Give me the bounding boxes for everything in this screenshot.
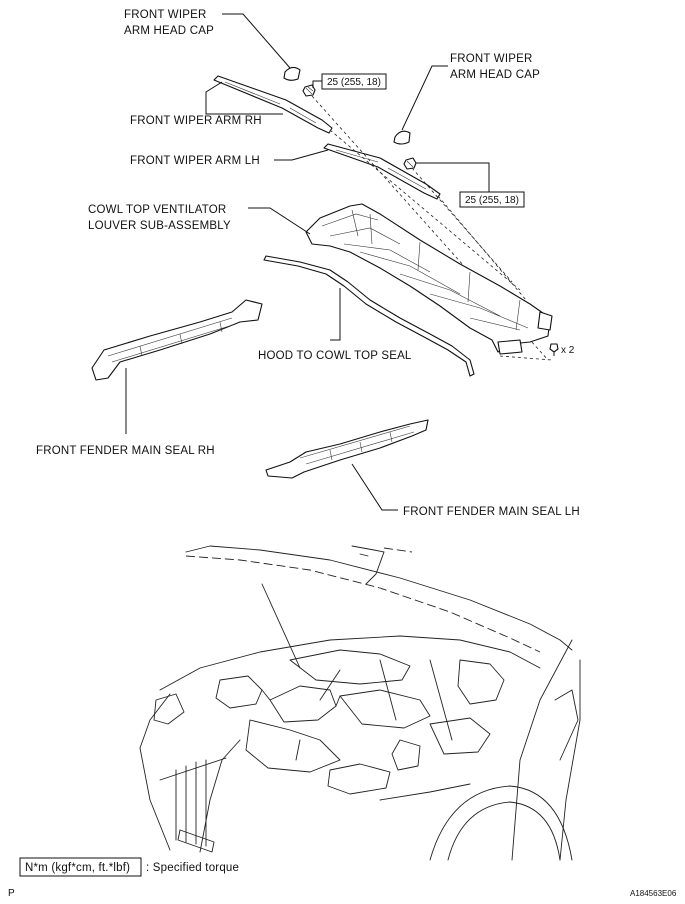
wiper-arm-rh xyxy=(213,75,333,134)
illustration-id: A184563E06 xyxy=(630,889,677,898)
assembly-line-lh-nut xyxy=(411,167,513,283)
legend-unit-box xyxy=(19,857,142,877)
vehicle-front-illustration xyxy=(139,545,581,861)
label-fender-seal-rh: FRONT FENDER MAIN SEAL RH xyxy=(36,445,215,457)
label-wiper-cap-rh-line1: FRONT WIPER xyxy=(124,9,207,21)
legend-description: : Specified torque xyxy=(146,862,239,874)
leader-fender-seal-lh xyxy=(351,463,398,511)
label-hood-seal: HOOD TO COWL TOP SEAL xyxy=(258,350,412,362)
wiper-arm-head-cap-rh xyxy=(283,66,301,81)
page-mark: P xyxy=(8,888,15,899)
leader-hood-seal xyxy=(330,288,341,341)
label-wiper-cap-rh-line2: ARM HEAD CAP xyxy=(124,25,214,37)
nut-rh xyxy=(302,84,316,97)
wiper-arm-head-cap-lh xyxy=(393,130,411,145)
torque-box-rh xyxy=(321,73,387,90)
torque-value-rh: 25 (255, 18) xyxy=(327,77,381,88)
assembly-line-rh xyxy=(329,129,521,291)
assembly-line-clip xyxy=(499,355,553,361)
leader-wiper-cap-rh xyxy=(222,13,291,69)
hood-to-cowl-top-seal xyxy=(263,255,475,377)
torque-box-lh xyxy=(459,191,525,208)
legend-unit: N*m (kgf*cm, ft.*lbf) xyxy=(25,862,130,874)
wiper-arm-lh xyxy=(323,143,441,200)
clip-quantity: x 2 xyxy=(561,345,575,356)
label-wiper-arm-lh: FRONT WIPER ARM LH xyxy=(130,155,260,167)
label-cowl-louver-line2: LOUVER SUB-ASSEMBLY xyxy=(88,220,231,232)
leader-torque-lh xyxy=(416,162,490,192)
nut-lh xyxy=(403,157,417,170)
leader-wiper-cap-lh xyxy=(401,65,448,131)
label-wiper-arm-rh: FRONT WIPER ARM RH xyxy=(130,115,262,127)
clip-icon xyxy=(549,343,559,356)
label-cowl-louver-line1: COWL TOP VENTILATOR xyxy=(88,204,226,216)
label-fender-seal-lh: FRONT FENDER MAIN SEAL LH xyxy=(403,506,580,518)
assembly-line-lh xyxy=(437,195,527,301)
label-wiper-cap-lh-line1: FRONT WIPER xyxy=(450,53,533,65)
leader-wiper-arm-rh xyxy=(205,81,283,115)
cowl-top-ventilator-louver xyxy=(305,203,553,355)
front-fender-main-seal-rh xyxy=(91,299,263,381)
label-wiper-cap-lh-line2: ARM HEAD CAP xyxy=(450,69,540,81)
torque-value-lh: 25 (255, 18) xyxy=(465,195,519,206)
leader-torque-rh xyxy=(312,80,322,88)
front-fender-main-seal-lh xyxy=(265,419,429,479)
leader-cowl-louver xyxy=(248,207,311,235)
leader-wiper-arm-lh xyxy=(274,149,329,161)
torque-legend: N*m (kgf*cm, ft.*lbf) : Specified torque xyxy=(19,857,239,877)
